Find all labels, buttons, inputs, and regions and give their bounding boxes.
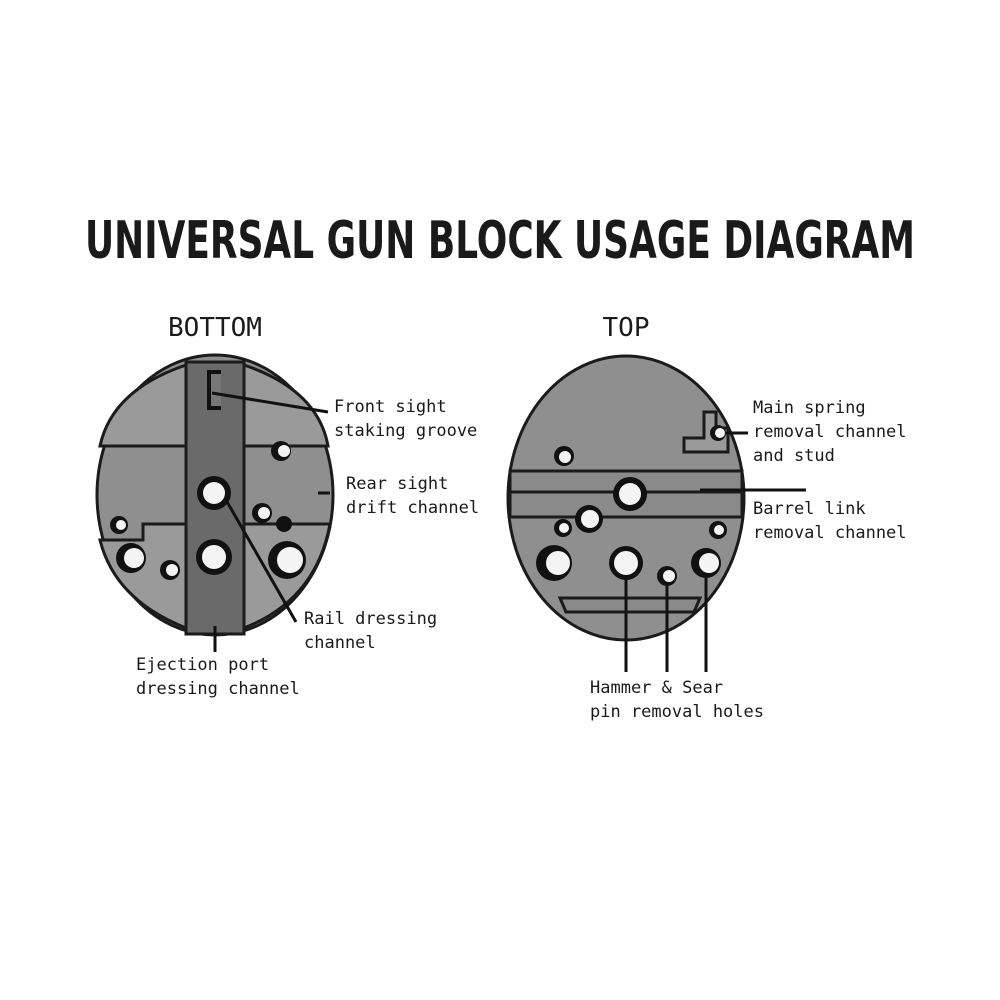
- top-bottom-groove: [557, 596, 703, 614]
- bottom-hole-bore: [278, 445, 290, 457]
- callout-line: Ejection port: [136, 655, 269, 675]
- main-spring-stud-bore: [715, 428, 725, 438]
- callout-line: Barrel link: [753, 499, 866, 519]
- bottom-hole-bore: [202, 545, 226, 569]
- main-spring-step: [682, 410, 730, 454]
- bottom-hole-bore: [166, 564, 178, 576]
- front-sight-callout: Front sight staking groove: [334, 397, 477, 441]
- rear-sight-callout: Rear sight drift channel: [346, 474, 479, 518]
- top-hole-bore: [619, 483, 641, 505]
- callout-line: Hammer & Sear: [590, 678, 723, 698]
- top-hole-bore: [559, 451, 571, 463]
- bottom-hole-bore: [277, 547, 303, 573]
- rail-dressing-leader: [224, 499, 298, 623]
- callout-line: Front sight: [334, 397, 447, 417]
- main-spring-callout: Main spring removal channel and stud: [753, 398, 917, 466]
- top-view-label: TOP: [603, 313, 650, 343]
- callout-line: staking groove: [334, 421, 477, 441]
- ejection-port-callout: Ejection port dressing channel: [136, 655, 300, 699]
- front-sight-leader: [211, 391, 329, 414]
- callout-line: dressing channel: [136, 679, 300, 699]
- bottom-hole-bore: [203, 482, 225, 504]
- bottom-view: BOTTOM: [95, 313, 479, 699]
- top-holes: [536, 425, 727, 586]
- callout-line: Main spring: [753, 398, 866, 418]
- callout-line: removal channel: [753, 422, 907, 442]
- hammer-sear-callout: Hammer & Sear pin removal holes: [590, 678, 764, 722]
- bottom-hole-bore: [124, 548, 144, 568]
- pin-hole-bore: [699, 553, 719, 573]
- hammer-pin-hole-bore: [614, 551, 638, 575]
- callout-line: channel: [304, 633, 376, 653]
- bottom-hole: [276, 516, 292, 532]
- callout-line: drift channel: [346, 498, 479, 518]
- bottom-view-label: BOTTOM: [168, 313, 262, 343]
- rail-dressing-callout: Rail dressing channel: [304, 609, 447, 653]
- diagram-title: UNIVERSAL GUN BLOCK USAGE DIAGRAM: [85, 211, 915, 271]
- barrel-link-callout: Barrel link removal channel: [753, 499, 907, 543]
- top-view: TOP: [506, 313, 917, 722]
- callout-line: and stud: [753, 446, 835, 466]
- bottom-upper-left-section: [98, 362, 188, 448]
- bottom-hole-bore: [116, 520, 126, 530]
- bottom-hole-bore: [258, 507, 270, 519]
- top-hole-bore: [559, 523, 569, 533]
- callout-line: removal channel: [753, 523, 907, 543]
- top-hole-bore: [581, 510, 599, 528]
- callout-line: pin removal holes: [590, 702, 764, 722]
- bottom-holes: [110, 441, 306, 580]
- callout-line: Rail dressing: [304, 609, 437, 629]
- front-sight-groove-face: [211, 374, 221, 406]
- top-hole-bore: [546, 551, 570, 575]
- top-hole-bore: [714, 525, 724, 535]
- callout-line: Rear sight: [346, 474, 448, 494]
- sear-pin-hole-bore: [663, 570, 675, 582]
